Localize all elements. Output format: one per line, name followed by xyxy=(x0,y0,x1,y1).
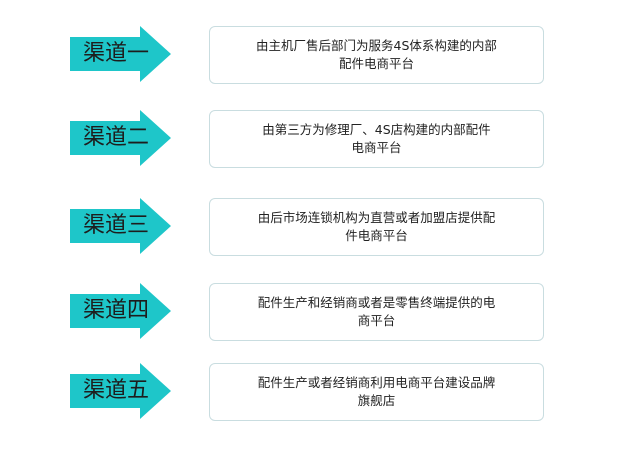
channel-description-box: 由后市场连锁机构为直营或者加盟店提供配件电商平台 xyxy=(209,198,544,256)
arrow-right-icon xyxy=(70,283,171,339)
channel-description: 配件生产或者经销商利用电商平台建设品牌旗舰店 xyxy=(257,375,496,408)
arrow-right-icon xyxy=(70,110,171,166)
channel-description: 由后市场连锁机构为直营或者加盟店提供配件电商平台 xyxy=(257,210,496,243)
channel-arrow-1: 渠道一 xyxy=(70,26,171,82)
channel-description-box: 由主机厂售后部门为服务4S体系构建的内部配件电商平台 xyxy=(209,26,544,84)
channel-description: 由主机厂售后部门为服务4S体系构建的内部配件电商平台 xyxy=(256,38,497,71)
channel-label: 渠道四 xyxy=(82,298,149,323)
channel-description: 由第三方为修理厂、4S店构建的内部配件电商平台 xyxy=(262,122,491,155)
channel-arrow-5: 渠道五 xyxy=(70,363,171,419)
channel-label: 渠道五 xyxy=(82,378,149,403)
arrow-right-icon xyxy=(70,198,171,254)
channel-arrow-4: 渠道四 xyxy=(70,283,171,339)
channel-label: 渠道一 xyxy=(82,41,149,66)
channel-label: 渠道三 xyxy=(82,213,149,238)
channel-label: 渠道二 xyxy=(82,125,149,150)
arrow-right-icon xyxy=(70,363,171,419)
channel-description-box: 由第三方为修理厂、4S店构建的内部配件电商平台 xyxy=(209,110,544,168)
channel-description: 配件生产和经销商或者是零售终端提供的电商平台 xyxy=(257,295,496,328)
channel-description-box: 配件生产和经销商或者是零售终端提供的电商平台 xyxy=(209,283,544,341)
channel-description-box: 配件生产或者经销商利用电商平台建设品牌旗舰店 xyxy=(209,363,544,421)
arrow-right-icon xyxy=(70,26,171,82)
channel-arrow-2: 渠道二 xyxy=(70,110,171,166)
channel-arrow-3: 渠道三 xyxy=(70,198,171,254)
